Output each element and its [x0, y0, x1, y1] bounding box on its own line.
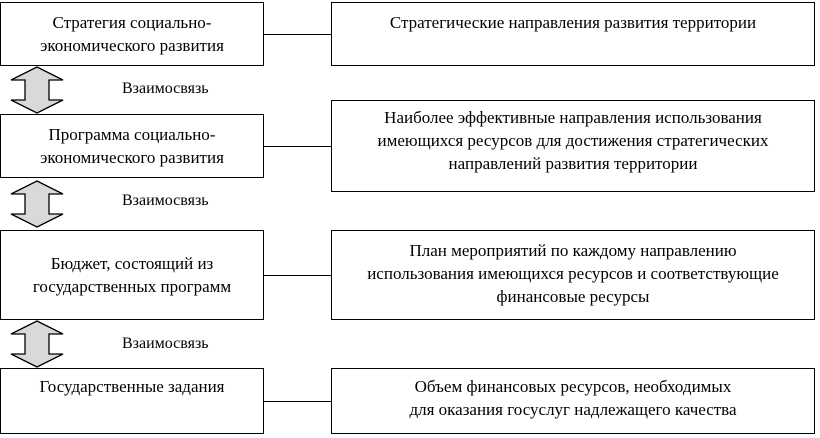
budget-box: Бюджет, состоящий из государственных про…: [0, 230, 264, 320]
relation-label: Взаимосвязь: [122, 192, 209, 209]
effective-directions-box: Наиболее эффективные направления использ…: [331, 100, 815, 192]
state-tasks-box: Государственные задания: [0, 368, 264, 434]
strategy-box: Стратегия социально- экономического разв…: [0, 2, 264, 66]
budget-label: Бюджет, состоящий из государственных про…: [32, 254, 232, 296]
effective-directions-label: Наиболее эффективные направления использ…: [377, 108, 769, 173]
connector-line: [264, 275, 331, 276]
connector-line: [264, 401, 331, 402]
action-plan-label: План мероприятий по каждому направлению …: [367, 241, 779, 306]
relation-label: Взаимосвязь: [122, 80, 209, 97]
strategic-directions-box: Стратегические направления развития терр…: [331, 2, 815, 66]
financial-volume-label: Объем финансовых ресурсов, необходимых д…: [409, 377, 737, 419]
state-tasks-label: Государственные задания: [39, 377, 225, 396]
program-box: Программа социально- экономического разв…: [0, 114, 264, 178]
double-arrow-icon: [10, 66, 64, 114]
relation-label: Взаимосвязь: [122, 335, 209, 352]
action-plan-box: План мероприятий по каждому направлению …: [331, 230, 815, 320]
strategy-label: Стратегия социально- экономического разв…: [40, 13, 224, 55]
strategic-directions-label: Стратегические направления развития терр…: [389, 13, 757, 32]
double-arrow-icon: [10, 320, 64, 368]
financial-volume-box: Объем финансовых ресурсов, необходимых д…: [331, 368, 815, 434]
connector-line: [264, 34, 331, 35]
program-label: Программа социально- экономического разв…: [40, 125, 224, 167]
connector-line: [264, 146, 331, 147]
double-arrow-icon: [10, 180, 64, 228]
